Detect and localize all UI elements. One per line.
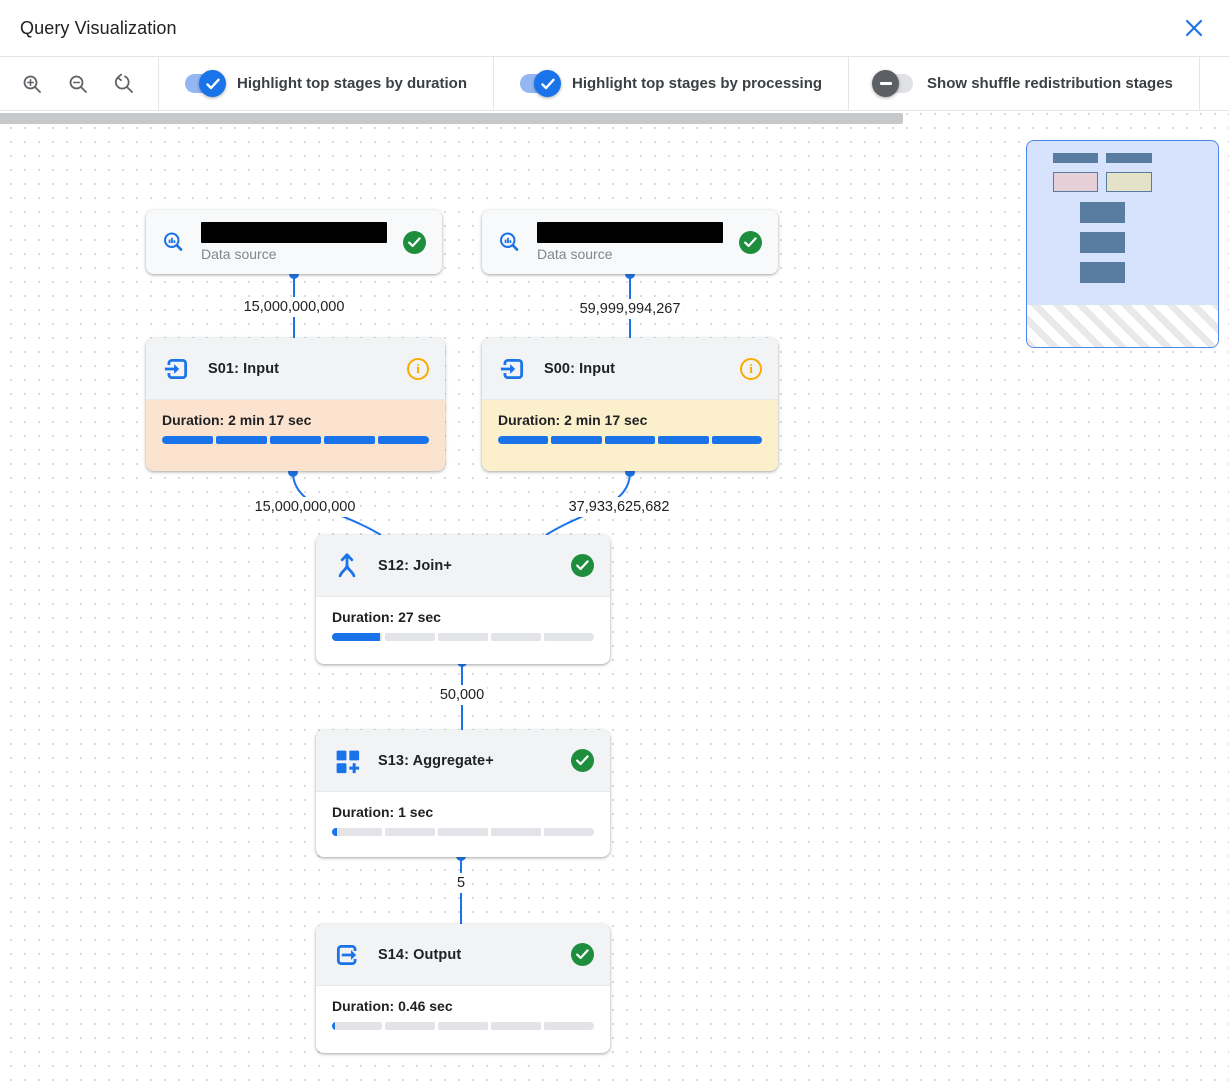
page-title: Query Visualization [20,17,177,38]
close-button[interactable] [1181,15,1207,41]
stage-duration: Duration: 27 sec [332,609,441,625]
node-stage-s14-output[interactable]: S14: Output Duration: 0.46 sec [316,924,610,1053]
check-circle-icon [739,230,762,254]
toggle-group-duration: Highlight top stages by duration [158,57,493,110]
toggle-group-processing: Highlight top stages by processing [493,57,848,110]
zoom-controls [0,57,158,110]
toggle-show-shuffle[interactable] [872,70,914,97]
zoom-reset-button[interactable] [112,72,136,96]
stage-progress-bar [332,1022,594,1030]
stage-title: S12: Join+ [378,557,452,574]
redacted-table-name [537,222,723,243]
zoom-out-button[interactable] [66,72,90,96]
redacted-table-name [201,222,387,243]
minimap-node [1080,262,1125,283]
edge-row-count: 59,999,994,267 [576,299,684,319]
stage-duration: Duration: 1 sec [332,804,434,820]
toggle-label-duration[interactable]: Highlight top stages by duration [237,75,467,92]
graph-toolbar: Highlight top stages by duration Highlig… [0,56,1229,111]
output-icon [336,944,357,965]
query-graph-canvas[interactable]: 15,000,000,000 59,999,994,267 15,000,000… [0,111,1229,1090]
info-circle-icon[interactable]: i [740,357,762,380]
dialog-header: Query Visualization [0,0,1229,56]
check-circle-icon [571,749,594,772]
stage-title: S00: Input [544,360,616,377]
edge-row-count: 50,000 [436,685,488,705]
edge-row-count: 15,000,000,000 [240,297,348,317]
toggle-group-shuffle: Show shuffle redistribution stages [848,57,1200,110]
info-glyph: i [749,360,753,376]
minimap-node [1080,232,1125,253]
stage-progress-bar [332,828,594,836]
edge-row-count: 37,933,625,682 [565,497,673,517]
node-stage-s12-join[interactable]: S12: Join+ Duration: 27 sec [316,535,610,664]
input-icon [500,358,524,379]
check-circle-icon [571,554,594,577]
zoom-reset-icon [114,73,133,93]
node-stage-s01-input[interactable]: S01: Input i Duration: 2 min 17 sec [146,338,445,471]
data-source-label: Data source [201,246,277,262]
toggle-thumb-check-icon [199,70,226,97]
edge-row-count: 15,000,000,000 [251,497,359,517]
data-source-label: Data source [537,246,613,262]
search-chart-icon [163,232,183,251]
zoom-in-icon [23,75,41,93]
stage-title: S13: Aggregate+ [378,752,494,769]
node-data-source-2[interactable]: Data source [482,210,778,274]
node-stage-s13-aggregate[interactable]: S13: Aggregate+ Duration: 1 sec [316,730,610,857]
node-stage-s00-input[interactable]: S00: Input i Duration: 2 min 17 sec [482,338,778,471]
stage-duration: Duration: 2 min 17 sec [498,412,648,428]
toggle-highlight-processing[interactable] [520,70,561,97]
info-glyph: i [416,360,420,376]
minimap-outside-viewport [1027,305,1218,347]
stage-progress-bar [498,436,763,444]
stage-progress-bar [332,633,594,641]
input-icon [164,358,188,379]
horizontal-scrollbar[interactable] [0,113,903,124]
stage-progress-bar [162,436,429,444]
stage-title: S01: Input [208,360,280,377]
info-circle-icon[interactable]: i [407,357,429,380]
stage-title: S14: Output [378,946,462,963]
zoom-in-button[interactable] [20,72,44,96]
toggle-label-processing[interactable]: Highlight top stages by processing [572,75,823,92]
toggle-highlight-duration[interactable] [185,70,226,97]
edge-row-count: 5 [453,873,469,893]
search-chart-icon [499,232,519,251]
minimap-node-highlight-processing [1106,172,1152,192]
check-circle-icon [403,230,426,254]
check-circle-icon [571,943,594,966]
merge-icon [338,552,356,577]
minimap-node [1053,153,1098,163]
zoom-out-icon [69,75,87,93]
stage-duration: Duration: 2 min 17 sec [162,412,312,428]
minimap-node [1080,202,1125,223]
toggle-thumb-check-icon [534,70,561,97]
close-icon [1185,19,1203,37]
aggregate-plus-icon [336,750,360,773]
toggle-label-shuffle[interactable]: Show shuffle redistribution stages [927,75,1173,92]
minimap-node-highlight-duration [1053,172,1098,192]
node-data-source-1[interactable]: Data source [146,210,442,274]
minimap-node [1106,153,1152,163]
toggle-thumb-minus-icon [872,70,900,97]
graph-minimap[interactable] [1026,140,1219,348]
stage-duration: Duration: 0.46 sec [332,998,453,1014]
